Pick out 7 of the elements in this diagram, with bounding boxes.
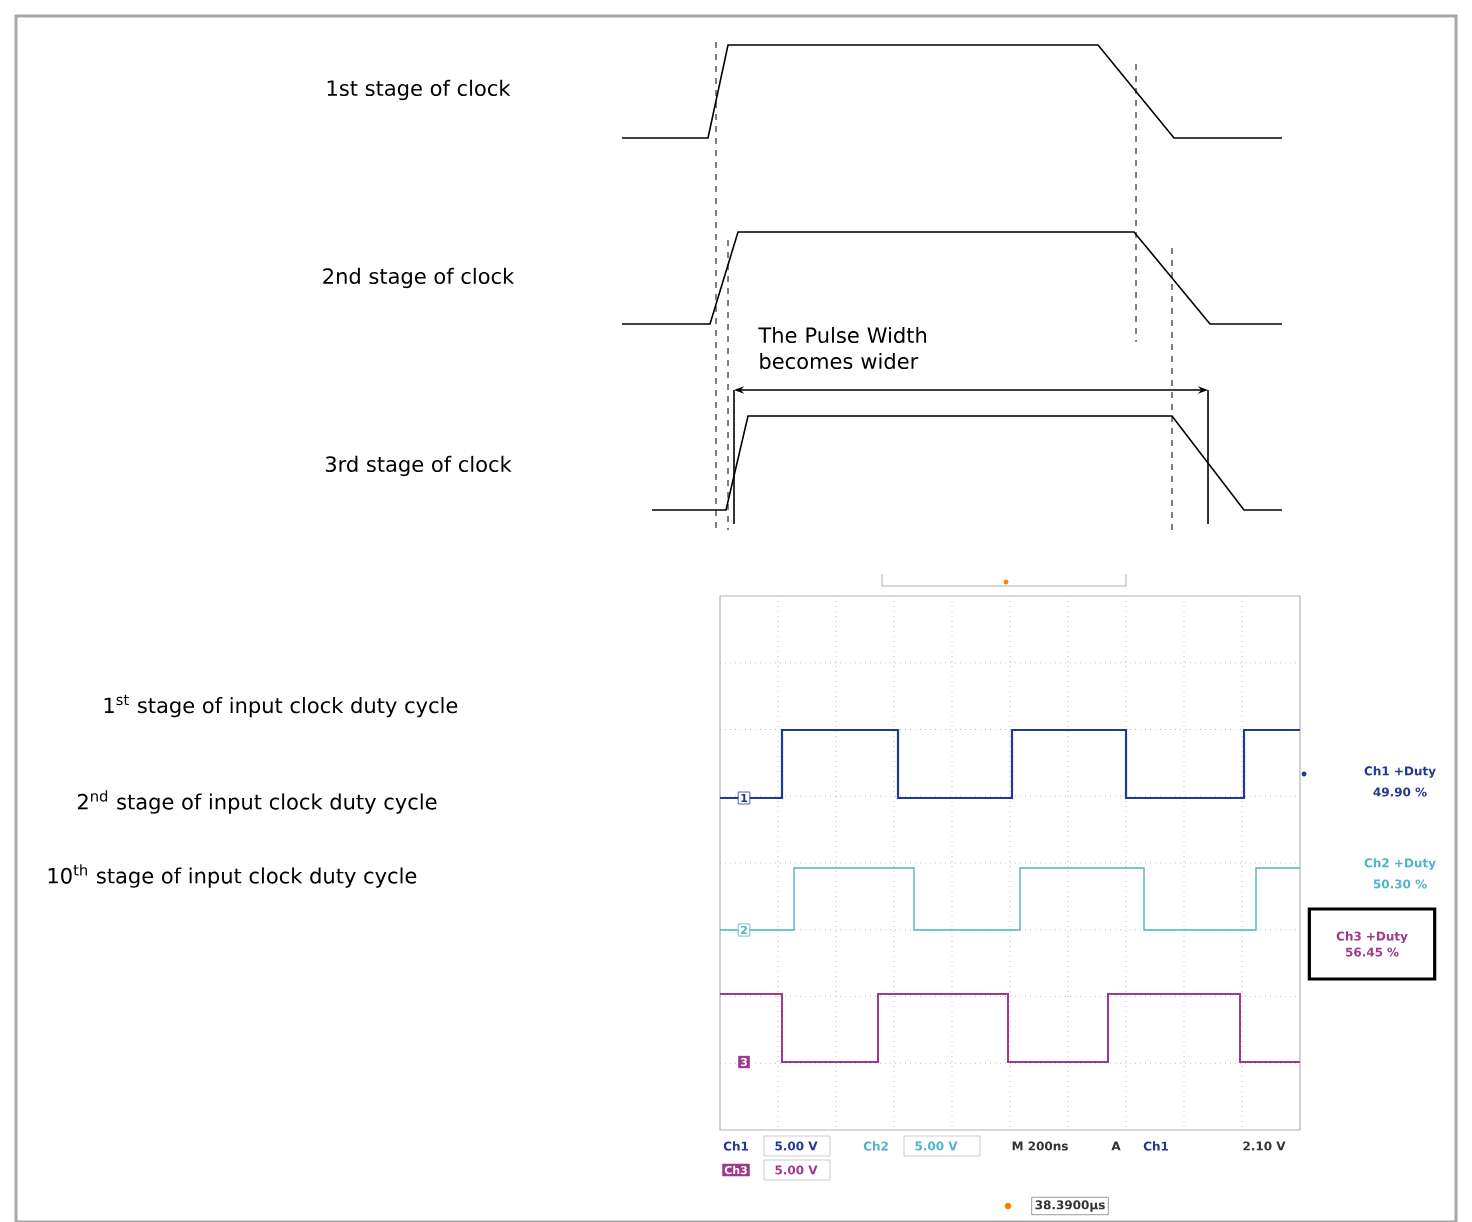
- trace-label: 2$^{nd}$ stage of input clock duty cycle: [77, 790, 437, 814]
- waveform-label: 1st stage of clock: [327, 79, 511, 101]
- annotation-text: The Pulse Width becomes wider: [758, 326, 926, 370]
- trace-label: 1$^{st}$ stage of input clock duty cycle: [104, 694, 458, 718]
- waveform-label: 2nd stage of clock: [323, 267, 515, 289]
- waveform-label: 3rd stage of clock: [325, 455, 512, 477]
- trace-label: 10$^{th}$ stage of input clock duty cycle: [48, 864, 417, 888]
